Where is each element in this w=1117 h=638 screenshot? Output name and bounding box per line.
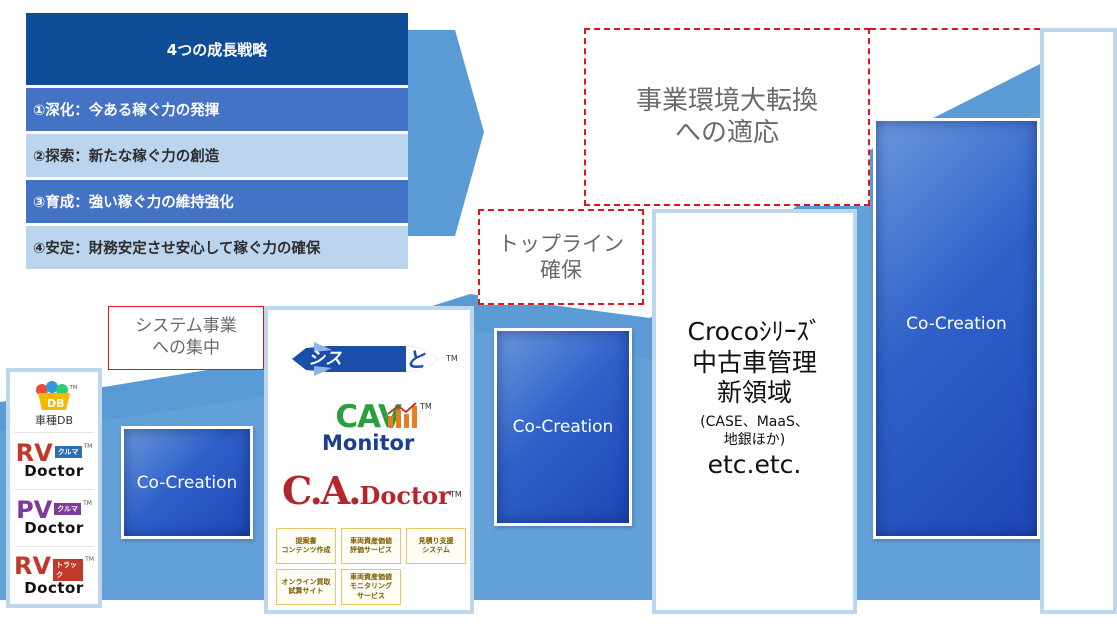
tm-mark: TM	[85, 555, 94, 563]
new-domain-note-2: 地銀ほか)	[723, 432, 786, 449]
future-panel	[1040, 28, 1117, 614]
co-creation-block-3: Co-Creation	[873, 118, 1040, 539]
product-panel: DB TM 車種DB RV クルマ TM Doctor PV クルマ TM Do…	[6, 368, 102, 608]
strategy-item-stabilize: ④安定：財務安定させ安心して稼ぐ力の確保	[26, 226, 408, 269]
svg-text:TM: TM	[69, 385, 77, 391]
rocket-logo-text: ろけっと	[342, 348, 426, 372]
kuruma-tag: クルマ	[54, 502, 82, 515]
services-panel: シス ろけっと TM CAV Monitor TM C.A.Doctor TM …	[264, 306, 474, 614]
callout-system-focus: システム事業 への集中	[108, 306, 264, 370]
service-estimate-support: 見積り支援 システム	[406, 528, 466, 564]
callout-dashed-extension	[870, 28, 1040, 30]
croco-series-panel: Crocoｼﾘｰｽﾞ 中古車管理 新領域 (CASE、MaaS、 地銀ほか) e…	[652, 209, 857, 614]
callout-topline: トップライン 確保	[478, 209, 644, 305]
used-car-management-label: 中古車管理	[691, 347, 817, 377]
tm-mark: TM	[420, 402, 432, 411]
service-proposal: 提案書 コンテンツ作成	[276, 528, 336, 564]
co-creation-block-1: Co-Creation	[121, 426, 253, 539]
service-empty-slot	[406, 569, 466, 605]
service-grid: 提案書 コンテンツ作成 車両資産価値 評価サービス 見積り支援 システム オンラ…	[276, 528, 470, 605]
etc-label: etc.etc.	[707, 450, 802, 480]
rv-letters: RV	[14, 551, 52, 580]
tm-mark: TM	[450, 490, 462, 499]
pv-letters: PV	[16, 495, 53, 524]
service-asset-monitoring: 車両資産価値 モニタリング サービス	[341, 569, 401, 605]
kuruma-tag: クルマ	[54, 445, 82, 458]
croco-series-label: Crocoｼﾘｰｽﾞ	[687, 317, 822, 346]
doctor-logo-text: Doctor	[359, 481, 451, 510]
strategy-title: 4つの成長戦略	[26, 13, 408, 85]
cardb-label: 車種DB	[34, 413, 74, 427]
service-online-purchase: オンライン買取 試算サイト	[276, 569, 336, 605]
new-domain-label: 新領域	[716, 378, 792, 407]
doctor-word: Doctor	[24, 462, 84, 481]
ca-logo-text: C.A.	[282, 468, 362, 513]
cardb-logo-icon: DB TM	[28, 380, 80, 411]
product-rv-doctor-truck: RV トラック TM Doctor	[14, 547, 94, 604]
callout-business-adaptation: 事業環境大転換 への適応	[584, 28, 870, 206]
co-creation-block-2: Co-Creation	[494, 328, 632, 526]
rocket-badge-text: シス	[308, 349, 342, 369]
product-rv-doctor-kuruma: RV クルマ TM Doctor	[14, 433, 94, 490]
strategy-item-deepen: ①深化：今ある稼ぐ力の発揮	[26, 88, 408, 131]
ca-doctor-logo: C.A.Doctor	[282, 468, 451, 513]
strategy-item-nurture: ③育成：強い稼ぐ力の維持強化	[26, 180, 408, 223]
monitor-logo-text: Monitor	[322, 431, 415, 455]
svg-text:DB: DB	[47, 397, 65, 410]
chart-bars-icon	[387, 402, 417, 428]
tm-mark: TM	[446, 354, 458, 363]
doctor-word: Doctor	[24, 519, 84, 538]
product-pv-doctor: PV クルマ TM Doctor	[14, 490, 94, 547]
service-asset-evaluation: 車両資産価値 評価サービス	[341, 528, 401, 564]
doctor-word: Doctor	[24, 578, 84, 597]
truck-tag: トラック	[53, 558, 84, 581]
new-domain-note-1: (CASE、MaaS、	[700, 413, 809, 430]
sys-rocket-logo-icon	[292, 342, 438, 376]
product-cardb: DB TM 車種DB	[14, 376, 94, 433]
tm-mark: TM	[83, 499, 92, 507]
growth-strategy-table: 4つの成長戦略 ①深化：今ある稼ぐ力の発揮 ②探索：新たな稼ぐ力の創造 ③育成：…	[26, 13, 408, 269]
strategy-item-explore: ②探索：新たな稼ぐ力の創造	[26, 134, 408, 177]
rv-letters: RV	[15, 438, 53, 467]
growth-arrow	[408, 30, 484, 236]
tm-mark: TM	[83, 442, 93, 450]
